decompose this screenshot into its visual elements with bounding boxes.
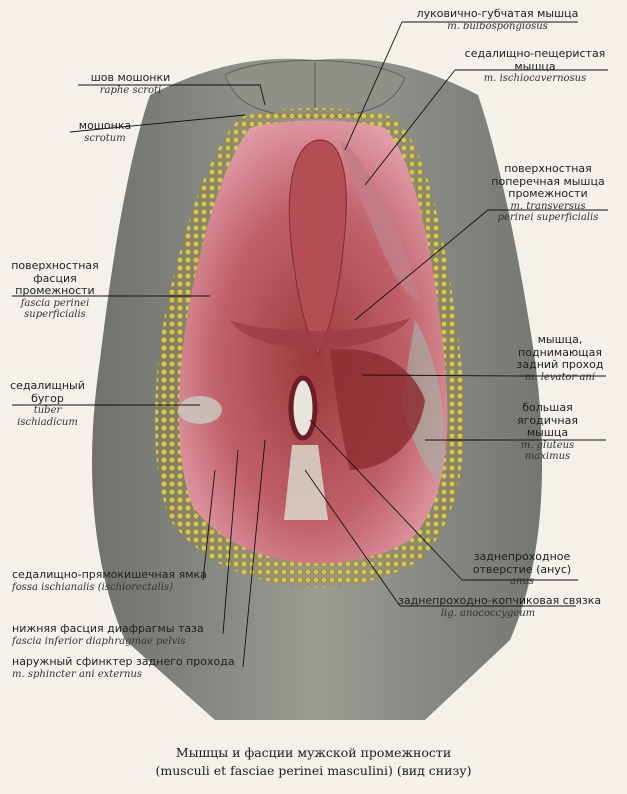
label-scrotum-ru: мошонка (78, 119, 132, 132)
label-gluteus: большая ягодичная мышца m. gluteus maxim… (510, 401, 585, 463)
label-anus-la: anus (510, 576, 534, 588)
label-ischiocavernosus: седалищно-пещеристая мышца m. ischiocave… (460, 47, 610, 85)
tuber-shape (178, 396, 222, 424)
label-ischiocavernosus-la: m. ischiocavernosus (483, 73, 587, 85)
label-anococcygeum: заднепроходно-копчиковая связка lig. ano… (398, 594, 602, 619)
label-gluteus-ru3: мышца (526, 426, 569, 440)
label-gluteus-la2: maximus (524, 451, 571, 463)
label-scrotum: мошонка scrotum (70, 119, 140, 144)
ischiocavernosus-shape (340, 140, 420, 300)
label-fascia-perinei-ru2: фасция (33, 271, 77, 285)
label-tuber-la1: tuber (33, 405, 62, 417)
label-transversus-ru2: поперечная мышца (491, 174, 605, 188)
label-tuber-ru1: седалищный (10, 379, 85, 392)
label-fascia-perinei-la1: fascia perinei (20, 297, 90, 309)
label-transversus: поверхностная поперечная мышца промежнос… (488, 162, 608, 224)
caption-line1: Мышцы и фасции мужской промежности (175, 745, 452, 760)
label-bulbospongiosus: луковично-губчатая мышца m. bulbospongio… (410, 7, 585, 32)
label-ischiocavernosus-ru2: мышца (514, 59, 556, 73)
label-levator: мышца, поднимающая задний проход m. leva… (510, 333, 610, 383)
label-transversus-ru3: промежности (508, 187, 588, 201)
label-anus-ru1: заднепроходное (473, 550, 571, 563)
label-fossa: седалищно-прямокишечная ямка fossa ischi… (12, 568, 207, 593)
label-levator-ru2: поднимающая (518, 345, 602, 359)
label-transversus-la2: perinei superficialis (497, 212, 599, 224)
label-fascia-inferior: нижняя фасция диафрагмы таза fascia infe… (12, 622, 204, 647)
label-levator-la: m. levator ani (524, 371, 596, 383)
anus-shape (288, 375, 318, 441)
label-levator-ru3: задний проход (516, 358, 604, 372)
label-sphincter-ru: наружный сфинктер заднего прохода (12, 655, 235, 668)
caption-line2: (musculi et fasciae perinei masculini) (… (155, 763, 472, 779)
label-anus-ru2: отверстие (анус) (472, 562, 572, 576)
label-scrotum-la: scrotum (84, 132, 126, 144)
label-raphe: шов мошонки raphe scroti (78, 71, 183, 96)
label-ischiocavernosus-ru1: седалищно-пещеристая (464, 47, 606, 60)
label-fascia-perinei-ru1: поверхностная (11, 259, 99, 272)
label-anus: заднепроходное отверстие (анус) anus (462, 550, 582, 588)
label-tuber: седалищный бугор tuber ischiadicum (10, 379, 85, 428)
label-gluteus-ru1: большая (522, 401, 573, 414)
anococcygeum-shape (284, 445, 328, 520)
label-tuber-ru2: бугор (31, 391, 64, 405)
label-transversus-la1: m. transversus (510, 200, 586, 212)
label-fascia-perinei: поверхностная фасция промежности fascia … (10, 259, 100, 321)
label-transversus-ru1: поверхностная (504, 162, 592, 175)
label-gluteus-la1: m. gluteus (520, 439, 575, 451)
label-bulbospongiosus-la: m. bulbospongiosus (447, 20, 548, 32)
label-sphincter-la: m. sphincter ani externus (12, 668, 143, 680)
label-raphe-ru: шов мошонки (90, 71, 171, 84)
label-fossa-ru: седалищно-прямокишечная ямка (12, 568, 207, 581)
label-fascia-perinei-la2: superficialis (24, 309, 86, 321)
figure-caption: Мышцы и фасции мужской промежности (musc… (0, 744, 627, 780)
label-fossa-la: fossa ischianalis (ischiorectalis) (12, 581, 173, 593)
label-anococcygeum-la: lig. anococcygeum (440, 607, 536, 619)
label-levator-ru1: мышца, (537, 333, 583, 346)
label-sphincter: наружный сфинктер заднего прохода m. sph… (12, 655, 235, 680)
label-fascia-inferior-ru: нижняя фасция диафрагмы таза (12, 622, 204, 635)
label-tuber-la2: ischiadicum (17, 416, 78, 428)
transversus-shape (230, 318, 410, 350)
label-fascia-perinei-ru3: промежности (15, 284, 95, 298)
label-anococcygeum-ru: заднепроходно-копчиковая связка (398, 594, 602, 607)
levator-shape (330, 349, 425, 470)
label-fascia-inferior-la: fascia inferior diaphragmae pelvis (12, 635, 186, 647)
label-bulbospongiosus-ru: луковично-губчатая мышца (416, 7, 579, 20)
label-raphe-la: raphe scroti (99, 84, 162, 96)
bulbospongiosus-shape (288, 139, 347, 357)
label-gluteus-ru2: ягодичная (517, 413, 578, 427)
leader-lines (12, 21, 608, 668)
